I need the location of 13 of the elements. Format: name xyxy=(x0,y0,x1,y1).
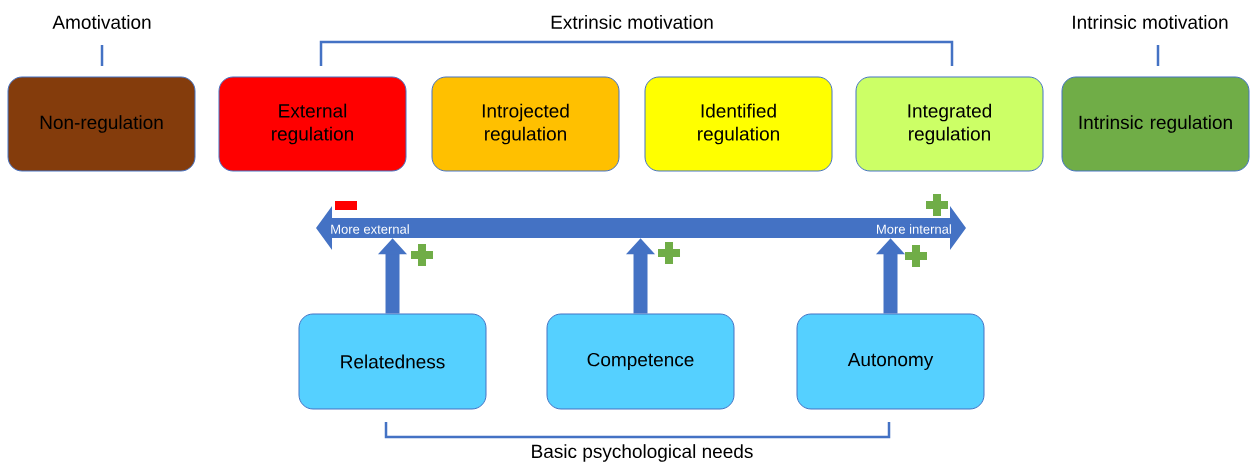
group-label: Basic psychological needs xyxy=(532,444,753,462)
rounded-box: Non-regulation xyxy=(7,76,196,172)
rounded-box: Intrinsic regulation xyxy=(1061,76,1250,172)
rounded-box: Integrated regulation xyxy=(855,76,1044,172)
rounded-box: Competence xyxy=(546,313,735,410)
rounded-box: Introjected regulation xyxy=(431,76,620,172)
group-label: Intrinsic motivation xyxy=(1073,15,1228,29)
group-label: Extrinsic motivation xyxy=(551,15,713,29)
group-label: Amotivation xyxy=(52,15,151,29)
rounded-box: Autonomy xyxy=(796,313,985,410)
rounded-box: External regulation xyxy=(218,76,407,172)
rounded-box: Relatedness xyxy=(298,313,487,410)
rounded-box: Identified regulation xyxy=(644,76,833,172)
